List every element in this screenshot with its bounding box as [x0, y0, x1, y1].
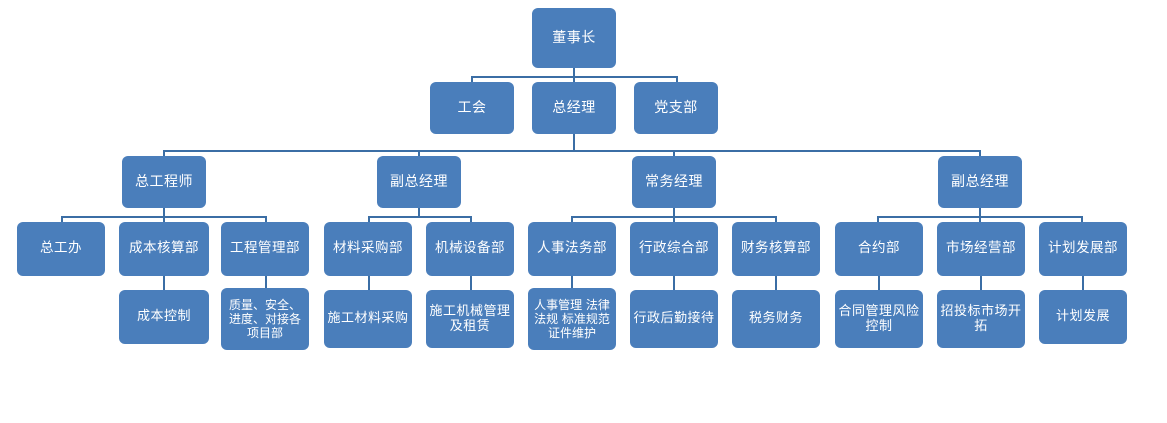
connector-d-mat-to-sub [368, 276, 370, 290]
connector-d-hr-to-sub [571, 276, 573, 288]
connector-vgm1-stem [418, 208, 420, 216]
connector-chief-eng-to-d3 [265, 216, 267, 222]
connector-ceo-to-union [471, 76, 473, 82]
connector-d-contract-to-sub [878, 276, 880, 290]
org-node[interactable]: 董事长 [532, 8, 616, 68]
org-node[interactable]: 人事管理 法律法规 标准规范证件维护 [528, 288, 616, 350]
connector-gm-to-exec [673, 150, 675, 156]
org-node[interactable]: 合约部 [835, 222, 923, 276]
org-node[interactable]: 税务财务 [732, 290, 820, 348]
connector-gm-stem [573, 134, 575, 150]
connector-gm-to-chief-eng [163, 150, 165, 156]
connector-d-market-to-sub [980, 276, 982, 290]
org-node[interactable]: 机械设备部 [426, 222, 514, 276]
connector-vgm1-bus [368, 216, 470, 218]
org-node[interactable]: 计划发展部 [1039, 222, 1127, 276]
org-node[interactable]: 工会 [430, 82, 514, 134]
connector-chief-eng-stem [163, 208, 165, 216]
org-node[interactable]: 副总经理 [377, 156, 461, 208]
org-node[interactable]: 市场经营部 [937, 222, 1025, 276]
org-node[interactable]: 党支部 [634, 82, 718, 134]
connector-d-eng-to-sub [265, 276, 267, 288]
connector-gm-to-vgm1 [418, 150, 420, 156]
connector-d-admin-to-sub [673, 276, 675, 290]
org-node[interactable]: 行政后勤接待 [630, 290, 718, 348]
org-node[interactable]: 成本核算部 [119, 222, 209, 276]
org-node[interactable]: 行政综合部 [630, 222, 718, 276]
connector-ceo-to-party [676, 76, 678, 82]
connector-exec-to-d1 [571, 216, 573, 222]
connector-gm-bus [163, 150, 980, 152]
connector-d-mach-to-sub [470, 276, 472, 290]
connector-exec-to-d2 [673, 216, 675, 222]
connector-vgm2-to-d2 [979, 216, 981, 222]
connector-exec-stem [673, 208, 675, 216]
connector-chief-eng-to-d1 [61, 216, 63, 222]
connector-vgm1-to-d2 [470, 216, 472, 222]
org-node[interactable]: 招投标市场开拓 [937, 290, 1025, 348]
org-node[interactable]: 副总经理 [938, 156, 1022, 208]
org-node[interactable]: 施工材料采购 [324, 290, 412, 348]
org-node[interactable]: 工程管理部 [221, 222, 309, 276]
org-node[interactable]: 成本控制 [119, 290, 209, 344]
org-node[interactable]: 质量、安全、进度、对接各项目部 [221, 288, 309, 350]
connector-ceo-stem [573, 68, 575, 76]
org-node[interactable]: 总经理 [532, 82, 616, 134]
org-node[interactable]: 财务核算部 [732, 222, 820, 276]
connector-ceo-to-gm [573, 76, 575, 82]
connector-chief-eng-to-d2 [163, 216, 165, 222]
connector-d-fin-to-sub [775, 276, 777, 290]
org-node[interactable]: 施工机械管理及租赁 [426, 290, 514, 348]
org-node[interactable]: 合同管理风险控制 [835, 290, 923, 348]
connector-exec-to-d3 [775, 216, 777, 222]
connector-vgm2-to-d1 [877, 216, 879, 222]
org-node[interactable]: 人事法务部 [528, 222, 616, 276]
org-node[interactable]: 计划发展 [1039, 290, 1127, 344]
connector-d-plan-to-sub [1082, 276, 1084, 290]
connector-gm-to-vgm2 [979, 150, 981, 156]
connector-vgm2-to-d3 [1081, 216, 1083, 222]
org-node[interactable]: 常务经理 [632, 156, 716, 208]
org-node[interactable]: 材料采购部 [324, 222, 412, 276]
connector-d-cost-to-sub [163, 276, 165, 290]
org-node[interactable]: 总工办 [17, 222, 105, 276]
connector-vgm2-stem [979, 208, 981, 216]
org-node[interactable]: 总工程师 [122, 156, 206, 208]
connector-vgm1-to-d1 [368, 216, 370, 222]
